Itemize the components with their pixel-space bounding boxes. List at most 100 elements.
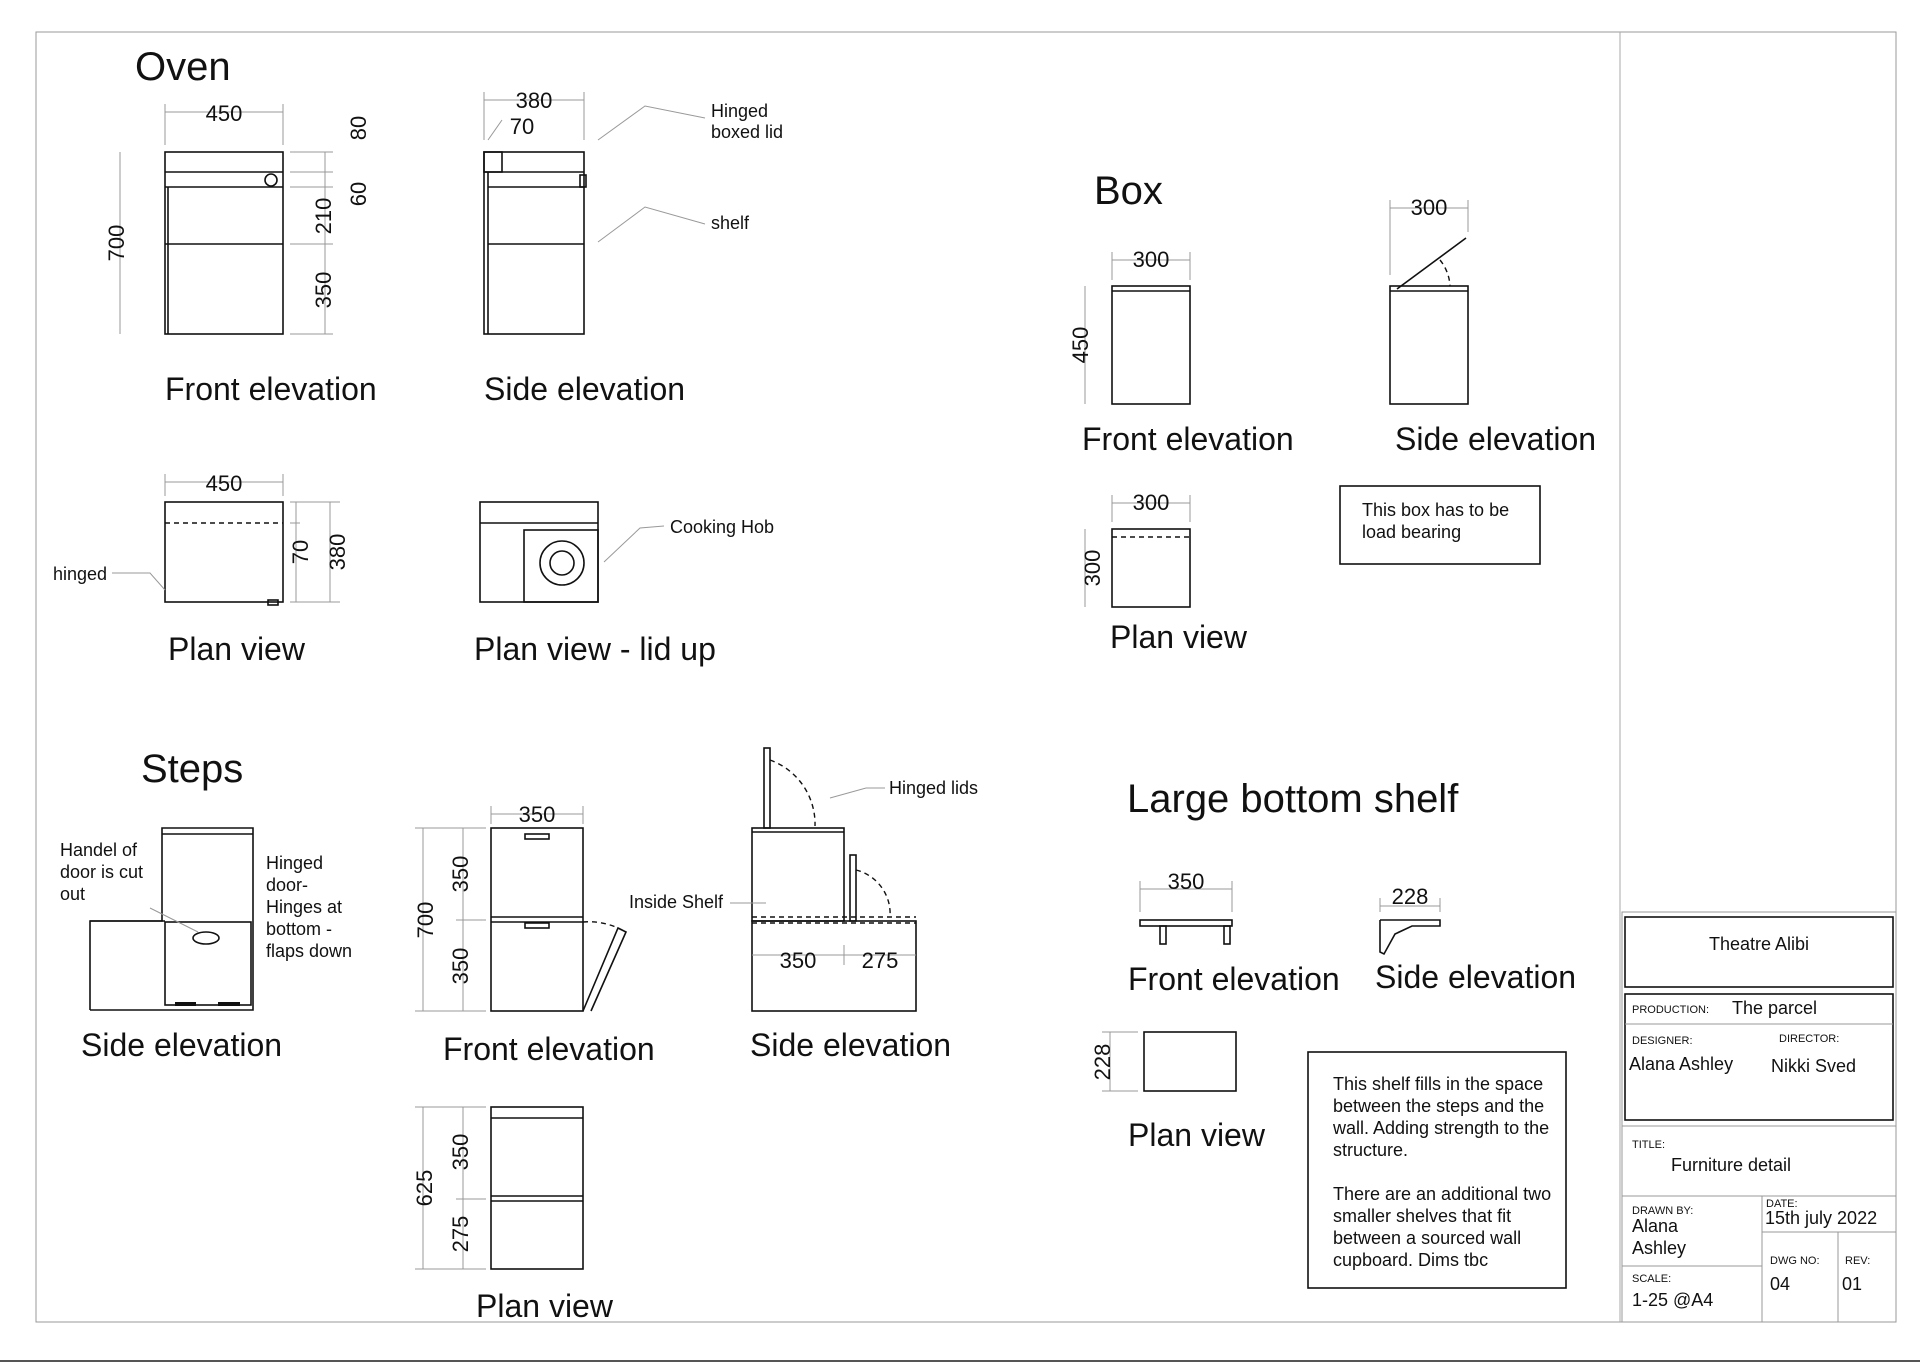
oven-hinged-note: hinged <box>53 564 107 584</box>
oven-lid-depth-dim: 70 <box>510 114 534 139</box>
steps-side2-caption: Side elevation <box>750 1027 951 1063</box>
shelf-section: Large bottom shelf 350 Front elevation 2… <box>1090 777 1576 1289</box>
steps-door-note-4: bottom - <box>266 919 332 939</box>
steps-plan-350-dim: 350 <box>448 1134 473 1171</box>
oven-dim-60: 60 <box>346 182 371 206</box>
shelf-front-caption: Front elevation <box>1128 961 1340 997</box>
steps-handle-note-3: out <box>60 884 85 904</box>
oven-height-dim: 700 <box>104 225 129 262</box>
production-value: The parcel <box>1732 998 1817 1018</box>
date-value: 15th july 2022 <box>1765 1208 1877 1228</box>
shelf-plan-view: 228 Plan view <box>1090 1031 1266 1153</box>
director-label: DIRECTOR: <box>1779 1033 1839 1045</box>
steps-front-700-dim: 700 <box>413 902 438 939</box>
oven-width-dim: 450 <box>206 101 243 126</box>
box-note: This box has to be load bearing <box>1339 485 1541 565</box>
box-front-caption: Front elevation <box>1082 421 1294 457</box>
oven-hob-note: Cooking Hob <box>670 517 774 537</box>
shelf-note-line-8: between a sourced wall <box>1333 1228 1521 1248</box>
title-block: Theatre Alibi PRODUCTION: The parcel DES… <box>1621 911 1897 1323</box>
box-side-elevation: 300 Side elevation <box>1389 195 1596 457</box>
knob-icon <box>264 173 278 187</box>
steps-front-width-dim: 350 <box>519 802 556 827</box>
steps-front-350a-dim: 350 <box>448 856 473 893</box>
steps-door-note-2: door- <box>266 875 308 895</box>
oven-plan-70-dim: 70 <box>288 540 313 564</box>
box-plan-height-dim: 300 <box>1080 550 1105 587</box>
rev-value: 01 <box>1842 1274 1862 1294</box>
shelf-note-line-1: This shelf fills in the space <box>1333 1074 1543 1094</box>
steps-side-275-dim: 275 <box>862 948 899 973</box>
handle-cutout-icon <box>192 931 220 945</box>
oven-side-caption: Side elevation <box>484 371 685 407</box>
box-note-line-1: This box has to be <box>1362 500 1509 520</box>
rev-label: REV: <box>1845 1255 1870 1267</box>
oven-section: Oven 450 700 80 60 210 <box>53 45 783 667</box>
date-label: DATE: <box>1766 1198 1798 1210</box>
box-title: Box <box>1094 169 1163 213</box>
production-label: PRODUCTION: <box>1632 1004 1709 1016</box>
steps-plan-275-dim: 275 <box>448 1216 473 1253</box>
shelf-plan-height-dim: 228 <box>1090 1044 1115 1081</box>
oven-front-elevation: 450 700 80 60 210 350 Front elevation <box>104 101 377 407</box>
box-section: Box 300 450 Front elevation 300 Side ele… <box>1068 169 1596 655</box>
box-plan-width-dim: 300 <box>1133 490 1170 515</box>
box-note-line-2: load bearing <box>1362 522 1461 542</box>
box-plan-view: 300 300 Plan view <box>1080 490 1248 655</box>
box-front-elevation: 300 450 Front elevation <box>1068 247 1294 457</box>
designer-value: Alana Ashley <box>1629 1054 1733 1074</box>
shelf-note: This shelf fills in the space between th… <box>1307 1051 1567 1289</box>
steps-side-elevation-2: Hinged lids Inside Shelf 350 275 Side el… <box>629 747 978 1063</box>
oven-plan-width-dim: 450 <box>206 471 243 496</box>
director-value: Nikki Sved <box>1771 1056 1856 1076</box>
box-front-width-dim: 300 <box>1133 247 1170 272</box>
shelf-note-line-2: between the steps and the <box>1333 1096 1544 1116</box>
shelf-plan-caption: Plan view <box>1128 1117 1266 1153</box>
shelf-note-line-3: wall. Adding strength to the <box>1332 1118 1549 1138</box>
oven-front-caption: Front elevation <box>165 371 377 407</box>
box-side-caption: Side elevation <box>1395 421 1596 457</box>
shelf-front-elevation: 350 Front elevation <box>1128 869 1340 997</box>
shelf-front-width-dim: 350 <box>1168 869 1205 894</box>
oven-plan-view: 450 70 380 hinged Plan view <box>53 471 350 667</box>
oven-plan-380-dim: 380 <box>325 534 350 571</box>
title-label: TITLE: <box>1632 1139 1665 1151</box>
oven-dim-80: 80 <box>346 116 371 140</box>
shelf-note-line-6: There are an additional two <box>1333 1184 1551 1204</box>
oven-plan-lid-up: Cooking Hob Plan view - lid up <box>474 501 774 667</box>
steps-section: Steps Handel of door is cut out Hinged d… <box>60 747 978 1324</box>
steps-front-350b-dim: 350 <box>448 948 473 985</box>
drawn-by-label: DRAWN BY: <box>1632 1205 1693 1217</box>
shelf-title: Large bottom shelf <box>1127 777 1459 821</box>
dwg-no-value: 04 <box>1770 1274 1790 1294</box>
oven-title: Oven <box>135 45 231 89</box>
drawn-by-value-2: Ashley <box>1632 1238 1686 1258</box>
sheet-border <box>35 31 1897 1323</box>
steps-plan-caption: Plan view <box>476 1288 614 1324</box>
oven-shelf-note: shelf <box>711 213 750 233</box>
steps-door-note-3: Hinges at <box>266 897 342 917</box>
oven-plan-caption: Plan view <box>168 631 306 667</box>
box-front-height-dim: 450 <box>1068 327 1093 364</box>
steps-side-350-dim: 350 <box>780 948 817 973</box>
box-plan-caption: Plan view <box>1110 619 1248 655</box>
shelf-note-line-7: smaller shelves that fit <box>1333 1206 1511 1226</box>
shelf-side-elevation: 228 Side elevation <box>1375 884 1576 995</box>
designer-label: DESIGNER: <box>1632 1035 1693 1047</box>
oven-dim-210: 210 <box>311 198 336 235</box>
steps-front-caption: Front elevation <box>443 1031 655 1067</box>
oven-lid-note-2: boxed lid <box>711 122 783 142</box>
steps-plan-view: 625 350 275 Plan view <box>412 1106 614 1324</box>
steps-plan-625-dim: 625 <box>412 1170 437 1207</box>
steps-lids-note: Hinged lids <box>889 778 978 798</box>
title-value: Furniture detail <box>1671 1155 1791 1175</box>
oven-dim-350: 350 <box>311 272 336 309</box>
oven-plan-lid-caption: Plan view - lid up <box>474 631 716 667</box>
steps-handle-note-1: Handel of <box>60 840 138 860</box>
steps-door-note-5: flaps down <box>266 941 352 961</box>
shelf-side-caption: Side elevation <box>1375 959 1576 995</box>
company-name: Theatre Alibi <box>1709 934 1809 954</box>
box-side-width-dim: 300 <box>1411 195 1448 220</box>
steps-front-elevation: 350 700 350 350 Front elevation <box>413 802 655 1067</box>
